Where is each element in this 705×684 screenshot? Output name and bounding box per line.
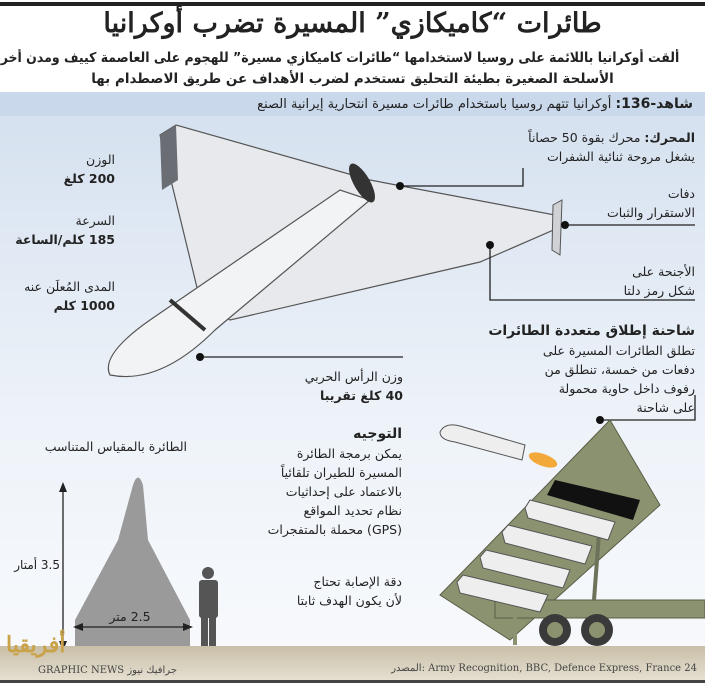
header-strip [0, 92, 705, 116]
guidance-callout: التوجيه يمكن برمجة الطائرة المسيرة للطير… [222, 425, 402, 539]
launcher-title: شاحنة إطلاق متعددة الطائرات [488, 323, 695, 339]
fins-callout: دفات الاستقرار والثبات [565, 184, 695, 222]
fins-line-2: الاستقرار والثبات [607, 205, 695, 220]
drone-slot-active [547, 480, 640, 520]
left-fin [160, 125, 178, 190]
page-title: طائرات “كاميكازي” المسيرة تضرب أوكرانيا [103, 8, 602, 39]
subtitle-line-1: ألقت أوكرانيا باللائمة على روسيا لاستخدا… [0, 50, 680, 66]
warhead-label: وزن الرأس الحربي [304, 369, 403, 384]
guidance-line: بالاعتماد على إحداثيات [285, 484, 402, 499]
launcher-line: على شاحنة [636, 400, 695, 415]
spec-range-value: 1000 كلم [53, 298, 115, 313]
spec-weight: الوزن 200 كلغ [5, 150, 115, 188]
drone-in-rack [479, 549, 571, 589]
source-credit: المصدر: Army Recognition, BBC, Defence E… [391, 663, 697, 674]
bottom-rule [0, 680, 705, 683]
scale-width: 2.5 متر [109, 609, 151, 624]
ground [0, 646, 705, 681]
wings-line-2: شكل رمز دلتا [623, 283, 695, 298]
accuracy-callout: دقة الإصابة تحتاج لأن يكون الهدف ثابتا [222, 572, 402, 610]
wings-callout: الأجنحة على شكل رمز دلتا [565, 262, 695, 300]
spec-weight-value: 200 كلغ [63, 171, 115, 186]
engine-line-2: يشغل مروحة ثنائية الشفرات [546, 149, 695, 164]
warhead-value: 40 كلغ تقريبا [320, 388, 403, 403]
spec-range: المدى المُعلَن عنه 1000 كلم [5, 277, 115, 315]
accuracy-line-1: دقة الإصابة تحتاج [313, 574, 402, 589]
spec-speed-label: السرعة [75, 213, 116, 228]
launched-drone [439, 424, 526, 461]
engine-label: المحرك: [644, 130, 695, 145]
subtitle-line-2: الأسلحة الصغيرة بطيئة التحليق تستخدم لضر… [91, 71, 614, 87]
drone-in-rack [456, 574, 549, 613]
engine-line-1: محرك بقوة 50 حصاناً [528, 130, 645, 145]
scale-height: 3.5 أمتار [14, 558, 60, 572]
launcher-line: دفعات من خمسة، تنطلق من [544, 362, 695, 377]
fins-line-1: دفات [667, 186, 695, 201]
spec-speed: السرعة 185 كلم/الساعة [5, 211, 115, 249]
drone-fuselage [107, 189, 372, 378]
guidance-line: المسيرة للطيران تلقائياً [280, 465, 402, 480]
graphic-news-credit: GRAPHIC NEWS جرافيك نيوز [38, 665, 178, 676]
guidance-line: (GPS) محملة بالمتفجرات [267, 522, 402, 537]
scale-title: الطائرة بالمقياس المتناسب [44, 439, 187, 454]
right-fin [551, 199, 563, 256]
guidance-line: نظام تحديد المواقع [303, 503, 402, 518]
drone-silhouette [75, 477, 190, 658]
launcher-line: تطلق الطائرات المسيرة على [542, 343, 695, 358]
strip-label: شاهد-136: [615, 96, 693, 112]
launcher-callout: شاحنة إطلاق متعددة الطائرات تطلق الطائرا… [435, 322, 695, 417]
engine-callout: المحرك: محرك بقوة 50 حصاناً يشغل مروحة ثن… [475, 128, 695, 166]
top-rule [0, 2, 705, 6]
wings-line-1: الأجنحة على [632, 264, 695, 279]
person-silhouette [199, 567, 218, 648]
subtitle: ألقت أوكرانيا باللائمة على روسيا لاستخدا… [0, 48, 705, 90]
strip-body: أوكرانيا تتهم روسيا باستخدام طائرات مسير… [257, 97, 616, 112]
launcher-truck [439, 419, 705, 646]
warhead-callout: وزن الرأس الحربي 40 كلغ تقريبا [253, 367, 403, 405]
spec-range-label: المدى المُعلَن عنه [24, 279, 115, 294]
launcher-line: رفوف داخل حاوية محمولة [558, 381, 695, 396]
exhaust-flame [528, 452, 558, 468]
spec-speed-value: 185 كلم/الساعة [15, 232, 115, 247]
drone-in-rack [501, 524, 593, 565]
guidance-line: يمكن برمجة الطائرة [296, 446, 402, 461]
propeller [349, 163, 375, 203]
drone-in-rack [524, 499, 616, 541]
guidance-title: التوجيه [353, 426, 402, 442]
strip-text: شاهد-136: أوكرانيا تتهم روسيا باستخدام ط… [257, 96, 693, 112]
spec-weight-label: الوزن [86, 152, 115, 167]
accuracy-line-2: لأن يكون الهدف ثابتا [296, 593, 402, 608]
afrikia-logo: أفريقيا [6, 632, 66, 658]
